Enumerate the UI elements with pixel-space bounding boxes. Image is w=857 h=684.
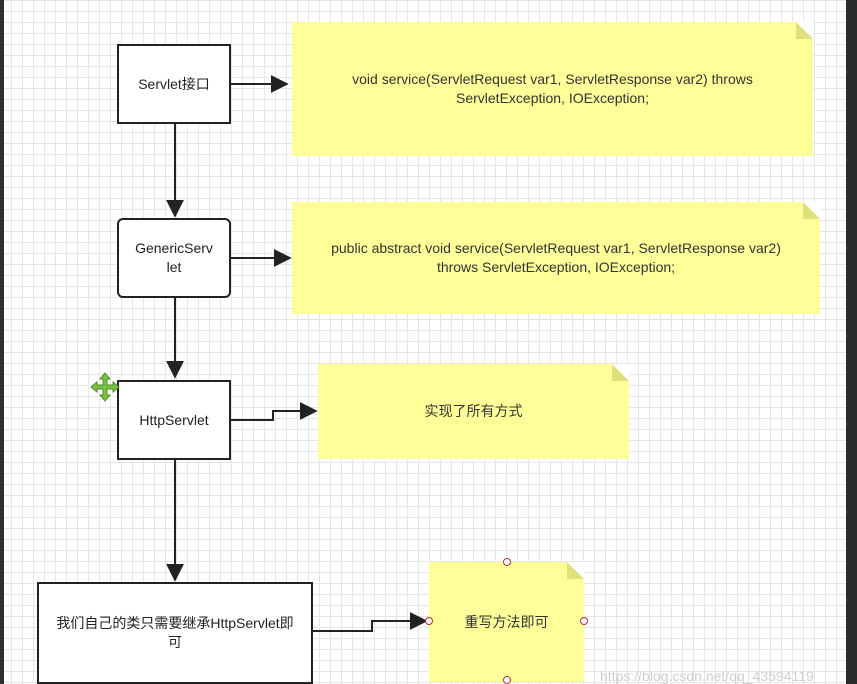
resize-handle-right[interactable] <box>580 617 588 625</box>
node-servlet-interface-label: Servlet接口 <box>138 75 210 92</box>
note-fold-corner <box>612 364 629 381</box>
note-fold-corner <box>803 202 820 219</box>
note-servlet-method[interactable]: void service(ServletRequest var1, Servle… <box>292 22 813 156</box>
node-servlet-interface[interactable]: Servlet接口 <box>117 44 231 124</box>
node-http-servlet-label: HttpServlet <box>139 411 209 428</box>
node-generic-servlet-label: GenericServlet <box>135 240 213 275</box>
note-override[interactable]: 重写方法即可 <box>429 562 584 682</box>
note-override-text: 重写方法即可 <box>464 613 549 630</box>
note-http-servlet-text: 实现了所有方式 <box>424 403 523 419</box>
arrow-own-class-to-note <box>313 612 428 632</box>
node-generic-servlet[interactable]: GenericServlet <box>117 218 231 298</box>
resize-handle-left[interactable] <box>425 617 433 625</box>
arrow-http-to-note <box>231 402 318 421</box>
note-generic-method-text: public abstract void service(ServletRequ… <box>331 240 781 275</box>
note-fold-corner <box>567 562 584 579</box>
blog-watermark: https://blog.csdn.net/qq_43594119 <box>600 668 814 684</box>
resize-handle-top[interactable] <box>503 558 511 566</box>
note-servlet-method-text: void service(ServletRequest var1, Servle… <box>352 71 753 106</box>
canvas-left-edge <box>0 0 4 684</box>
node-own-class[interactable]: 我们自己的类只需要继承HttpServlet即可 <box>37 582 313 684</box>
canvas-scrollbar[interactable] <box>846 0 857 684</box>
node-own-class-label: 我们自己的类只需要继承HttpServlet即可 <box>56 615 294 650</box>
note-fold-corner <box>796 22 813 39</box>
node-http-servlet[interactable]: HttpServlet <box>117 380 231 460</box>
move-arrows-icon[interactable] <box>90 372 120 402</box>
note-http-servlet[interactable]: 实现了所有方式 <box>318 364 629 459</box>
note-generic-method[interactable]: public abstract void service(ServletRequ… <box>292 202 820 314</box>
resize-handle-bottom[interactable] <box>503 676 511 684</box>
